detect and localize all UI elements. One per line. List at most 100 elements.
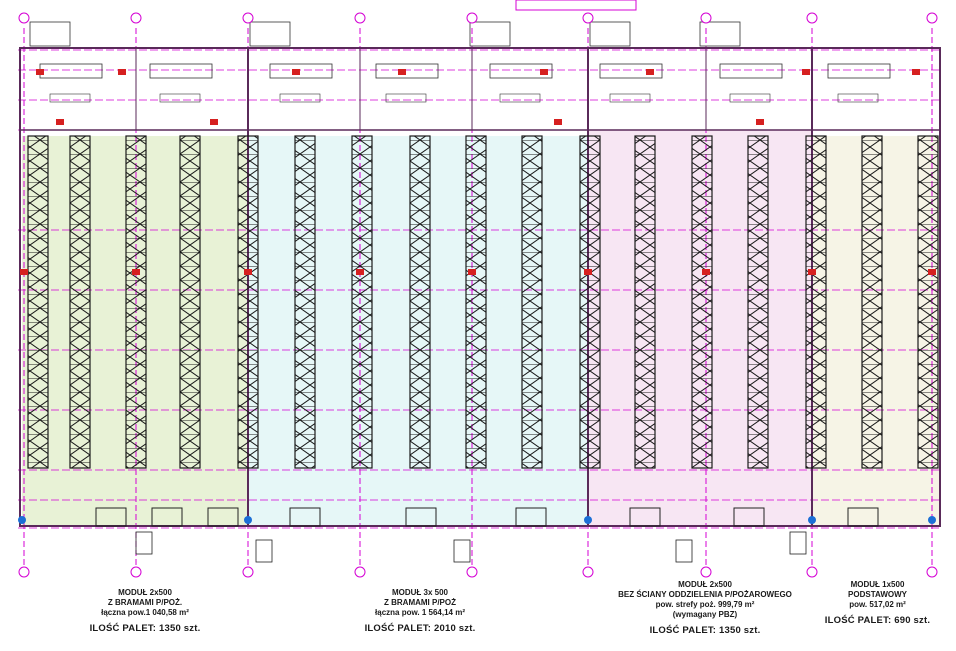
dock-door-6: [515, 507, 547, 527]
module-caption-3: MODUŁ 2x500 BEZ ŚCIANY ODDZIELENIA P/POŻ…: [600, 580, 810, 636]
hydrant-marker-6: [584, 269, 592, 275]
office-bench-2: [159, 93, 201, 103]
axis-bubble-top-5: [466, 12, 478, 24]
entry-stair-4: [589, 21, 631, 47]
hydrant-marker-17: [912, 69, 920, 75]
rack-10: [521, 135, 543, 469]
loading-docks: [95, 507, 879, 563]
dock-door-4: [289, 507, 321, 527]
module-2-line-2: Z BRAMAMI P/POŻ: [384, 598, 456, 607]
office-table-1: [39, 63, 103, 79]
module-caption-2: MODUŁ 3x 500 Z BRAMAMI P/POŻ łączna pow.…: [335, 588, 505, 634]
exit-marker-1: [18, 516, 26, 524]
axis-bubble-bottom-9: [926, 566, 938, 578]
office-bench-8: [837, 93, 879, 103]
office-table-3: [269, 63, 333, 79]
hydrant-marker-7: [702, 269, 710, 275]
office-table-6: [599, 63, 663, 79]
office-bench-3: [279, 93, 321, 103]
rack-12: [634, 135, 656, 469]
rack-4: [179, 135, 201, 469]
dock-door-9: [847, 507, 879, 527]
axis-bubble-top-7: [700, 12, 712, 24]
hydrant-marker-21: [756, 119, 764, 125]
axis-bubble-top-8: [806, 12, 818, 24]
rack-3: [125, 135, 147, 469]
hydrant-marker-4: [356, 269, 364, 275]
dock-door-8: [733, 507, 765, 527]
office-table-5: [489, 63, 553, 79]
grid-axis-bubbles: [18, 0, 938, 578]
module-4-line-1: MODUŁ 1x500: [850, 580, 905, 589]
axis-bubble-top-9: [926, 12, 938, 24]
rack-5: [237, 135, 259, 469]
entry-stair-3: [469, 21, 511, 47]
hydrant-marker-19: [210, 119, 218, 125]
axis-bubble-bottom-3: [242, 566, 254, 578]
rack-8: [409, 135, 431, 469]
module-3-line-3: pow. strefy poż. 999,79 m²: [655, 600, 755, 609]
title-block-fragment: [515, 0, 637, 11]
module-3-line-2: BEZ ŚCIANY ODDZIELENIA P/POŻAROWEGO: [618, 590, 792, 599]
module-4-line-2: PODSTAWOWY: [848, 590, 907, 599]
axis-bubble-bottom-1: [18, 566, 30, 578]
office-table-4: [375, 63, 439, 79]
hydrant-marker-3: [244, 269, 252, 275]
axis-bubble-bottom-4: [354, 566, 366, 578]
axis-bubble-top-6: [582, 12, 594, 24]
hydrant-marker-5: [468, 269, 476, 275]
hydrant-markers: [18, 69, 936, 524]
axis-bubble-top-4: [354, 12, 366, 24]
dock-stair-2: [255, 539, 273, 563]
module-1-line-3: łączna pow.1 040,58 m²: [101, 608, 189, 617]
rack-2: [69, 135, 91, 469]
axis-bubble-bottom-6: [582, 566, 594, 578]
office-bench-4: [385, 93, 427, 103]
hydrant-marker-12: [292, 69, 300, 75]
hydrant-marker-10: [36, 69, 44, 75]
module-1-line-2: Z BRAMAMI P/POŻ.: [107, 598, 183, 607]
axis-bubble-top-2: [130, 12, 142, 24]
office-bench-1: [49, 93, 91, 103]
dock-door-3: [207, 507, 239, 527]
hydrant-marker-2: [132, 269, 140, 275]
module-4-line-3: pow. 517,02 m²: [849, 600, 906, 609]
axis-bubble-bottom-7: [700, 566, 712, 578]
exit-marker-3: [584, 516, 592, 524]
module-3-pallets: ILOŚĆ PALET: 1350 szt.: [649, 625, 761, 636]
dock-door-7: [629, 507, 661, 527]
dock-door-2: [151, 507, 183, 527]
module-1-pallets: ILOŚĆ PALET: 1350 szt.: [89, 623, 201, 634]
module-3-line-4: (wymagany PBZ): [672, 610, 738, 619]
office-table-7: [719, 63, 783, 79]
outer-wall: [19, 47, 941, 527]
dock-door-5: [405, 507, 437, 527]
hydrant-marker-8: [808, 269, 816, 275]
entry-stair-1: [29, 21, 71, 47]
exit-marker-5: [928, 516, 936, 524]
entry-stair-5: [699, 21, 741, 47]
office-bench-5: [499, 93, 541, 103]
rack-11: [579, 135, 601, 469]
hydrant-marker-15: [646, 69, 654, 75]
rack-17: [917, 135, 939, 469]
rack-13: [691, 135, 713, 469]
hydrant-marker-18: [56, 119, 64, 125]
pallet-racks: [27, 135, 939, 469]
entry-stair-2: [249, 21, 291, 47]
axis-bubble-top-3: [242, 12, 254, 24]
dock-stair-4: [675, 539, 693, 563]
rack-16: [861, 135, 883, 469]
module-2-line-1: MODUŁ 3x 500: [391, 588, 449, 597]
module-caption-1: MODUŁ 2x500 Z BRAMAMI P/POŻ. łączna pow.…: [60, 588, 230, 634]
axis-bubble-bottom-2: [130, 566, 142, 578]
dock-stair-3: [453, 539, 471, 563]
hydrant-marker-14: [540, 69, 548, 75]
hydrant-marker-20: [554, 119, 562, 125]
rack-14: [747, 135, 769, 469]
office-table-2: [149, 63, 213, 79]
office-strip: [29, 21, 891, 103]
exit-marker-2: [244, 516, 252, 524]
module-3-line-1: MODUŁ 2x500: [678, 580, 732, 589]
